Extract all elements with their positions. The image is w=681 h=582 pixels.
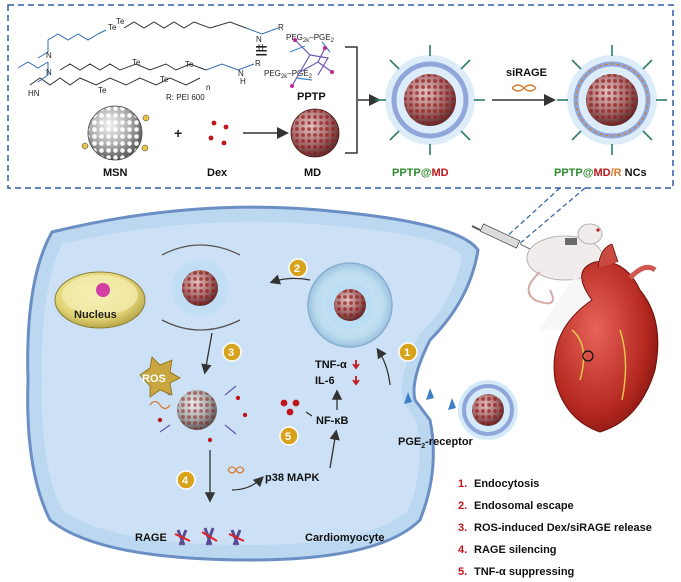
n-label-1: N [46, 51, 52, 60]
n-subscript: n [206, 83, 210, 92]
chemical-structure: Te Te Te Te Te Te R N H R N H N N HN n P… [17, 17, 335, 102]
pptp-md-label: PPTP@MD [392, 167, 449, 179]
tnf-alpha-label: TNF-α [315, 359, 347, 371]
md-label: MD [304, 167, 321, 179]
pptp-md-particle [385, 55, 475, 145]
nfkb-label: NF-κB [316, 415, 348, 427]
heart-icon [553, 243, 659, 433]
sirage-strand-icon [227, 466, 245, 474]
legend-text-3: ROS-induced Dex/siRAGE release [474, 522, 652, 534]
msn-charge-1 [142, 114, 150, 122]
te-label-1: Te [108, 23, 117, 32]
p38-mapk-label: p38 MAPK [265, 472, 319, 484]
svg-text:3: 3 [228, 347, 234, 359]
msn-label: MSN [103, 167, 128, 179]
dex-cluster [280, 399, 300, 416]
svg-text:5: 5 [285, 431, 291, 443]
pptp-label: PPTP [297, 91, 326, 103]
legend-num-5: 5. [458, 566, 467, 578]
pge2-receptor-label: PGE2-receptor [398, 436, 474, 450]
pptp-md-spikes [375, 45, 485, 155]
svg-text:4: 4 [182, 475, 189, 487]
ncs-particle [567, 55, 657, 145]
te-label-3: Te [185, 60, 194, 69]
endocytosis-flow-arrow [376, 347, 391, 386]
legend-text-4: RAGE silencing [474, 544, 557, 556]
legend-num-4: 4. [458, 544, 467, 556]
svg-text:1: 1 [404, 347, 410, 359]
cardiomyocyte-label: Cardiomyocyte [305, 532, 384, 544]
n-label-2: N [46, 68, 52, 77]
sirage-helix-icon [511, 84, 537, 92]
peg-label-2: PEG2k–PGE2 [264, 69, 313, 80]
endosome-bubble [307, 262, 393, 348]
ncs-label: PPTP@MD/R NCs [554, 167, 647, 179]
step-badge-2: 2 [288, 258, 308, 278]
release-flow-arrow [201, 332, 213, 375]
pei-note: R: PEI 600 [166, 93, 205, 102]
combine-bracket [345, 46, 358, 154]
ros-burst-icon [139, 356, 181, 398]
il6-label: IL-6 [315, 375, 335, 387]
msn-charge-2 [141, 144, 149, 152]
plus-sign: + [174, 125, 182, 141]
pptp-polymer-icon [289, 38, 334, 88]
callout-line-2 [517, 187, 586, 246]
step-badge-4: 4 [176, 470, 196, 490]
pge2-receptor-icons [404, 388, 456, 410]
cell-inner [41, 221, 462, 545]
legend-num-1: 1. [458, 478, 467, 490]
top-panel-border [7, 4, 674, 189]
callout-line-1 [504, 187, 561, 239]
msn-particle [87, 105, 143, 161]
hn-label: HN [28, 89, 40, 98]
dex-label: Dex [207, 167, 228, 179]
legend-text-5: TNF-α suppressing [474, 566, 574, 578]
incoming-nanocomplex [458, 380, 518, 440]
te-label-2: Te [116, 17, 125, 26]
dex-molecules [208, 120, 229, 146]
mapk-flow-arrow [231, 476, 264, 491]
ros-label: ROS [142, 373, 166, 385]
te-label-6: Te [98, 86, 107, 95]
rage-receptors [174, 527, 245, 546]
nh-label-2: N [238, 69, 244, 78]
r-label-2: R [255, 59, 261, 68]
dex-to-nfkb-arrow [305, 411, 313, 417]
step-badge-1: 1 [398, 342, 418, 362]
legend-num-3: 3. [458, 522, 467, 534]
p38-to-nfkb-arrow [329, 429, 340, 469]
equivalence-sign: ≡ [255, 38, 268, 63]
peg-label-1: PEG2k–PGE2 [286, 33, 335, 44]
legend-text-2: Endosomal escape [474, 500, 574, 512]
step-badge-3: 3 [222, 342, 242, 362]
nucleus-label: Nucleus [74, 309, 117, 321]
nh-label-1: N [256, 35, 262, 44]
sirage-label: siRAGE [506, 67, 547, 79]
h-label-1: H [258, 43, 264, 52]
nucleus [54, 271, 146, 329]
te-label-5: Te [132, 58, 141, 67]
escape-flow-arrow [269, 274, 311, 285]
step-badge-5: 5 [279, 426, 299, 446]
tnf-down-arrow [352, 360, 360, 370]
legend-num-2: 2. [458, 500, 467, 512]
r-label-1: R [278, 23, 284, 32]
ncs-spikes [557, 45, 667, 155]
ros-release-particle [149, 385, 248, 443]
h-label-2: H [240, 77, 246, 86]
legend: 1. Endocytosis 2. Endosomal escape 3. RO… [458, 478, 652, 578]
il6-down-arrow [352, 376, 360, 386]
legend-text-1: Endocytosis [474, 478, 539, 490]
svg-text:2: 2 [294, 263, 300, 275]
endosome-escape-particle [161, 244, 241, 331]
te-label-4: Te [160, 75, 169, 84]
rage-label: RAGE [135, 532, 167, 544]
msn-charge-3 [81, 142, 89, 150]
md-particle [290, 108, 340, 158]
